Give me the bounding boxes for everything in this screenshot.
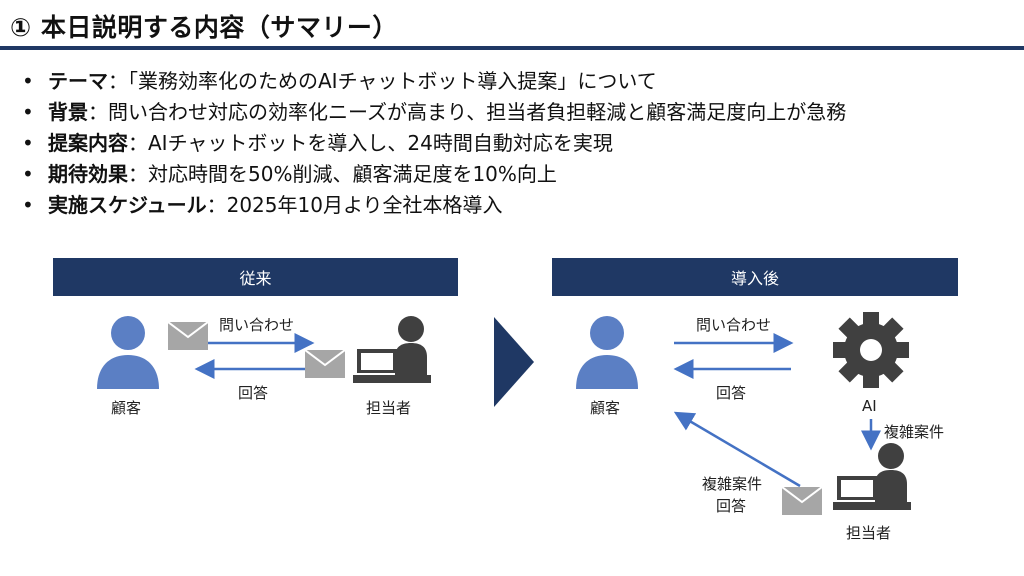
complex-answer-arrow [673, 411, 801, 488]
summary-key: 背景 [48, 100, 88, 124]
after-inquiry-label: 問い合わせ [696, 316, 772, 334]
summary-text: 対応時間を50%削減、顧客満足度を10%向上 [148, 162, 557, 186]
summary-key: 実施スケジュール [48, 193, 207, 217]
customer-person-icon [576, 316, 638, 389]
after-customer-label: 顧客 [590, 399, 621, 417]
summary-item-effect: • 期待効果：対応時間を50%削減、顧客満足度を10%向上 [22, 159, 846, 190]
envelope-icon [305, 350, 345, 378]
escalation-label: 複雑案件 [884, 423, 945, 441]
summary-item-background: • 背景：問い合わせ対応の効率化ニーズが高まり、担当者負担軽減と顧客満足度向上が急… [22, 97, 846, 128]
before-staff-label: 担当者 [366, 399, 412, 417]
before-panel-header: 従来 [53, 258, 458, 296]
bullet-icon: • [22, 131, 34, 155]
transition-chevron-icon [494, 317, 534, 407]
summary-text: 問い合わせ対応の効率化ニーズが高まり、担当者負担軽減と顧客満足度向上が急務 [108, 100, 847, 124]
envelope-icon [168, 322, 208, 350]
after-answer-label: 回答 [716, 384, 747, 402]
ai-label: AI [862, 397, 877, 415]
complex-answer-label-line1: 複雑案件 [702, 475, 763, 493]
summary-sep: ： [108, 69, 128, 93]
before-answer-label: 回答 [238, 384, 269, 402]
before-inquiry-label: 問い合わせ [219, 316, 295, 334]
summary-list: •テーマ：「業務効率化のためのAIチャットボット導入提案」について •背景：問い… [22, 66, 846, 221]
after-panel-header: 導入後 [552, 258, 958, 296]
staff-at-laptop-icon [353, 316, 431, 383]
summary-text: 「業務効率化のためのAIチャットボット導入提案」について [128, 69, 657, 93]
bullet-icon: • [22, 193, 34, 217]
after-staff-label: 担当者 [846, 524, 892, 542]
complex-answer-label-line2: 回答 [716, 497, 747, 515]
before-customer-label: 顧客 [111, 399, 142, 417]
summary-text: 2025年10月より全社本格導入 [226, 193, 503, 217]
summary-key: 期待効果 [48, 162, 128, 186]
staff-at-laptop-icon [833, 443, 911, 510]
summary-key: 提案内容 [48, 131, 128, 155]
summary-text: AIチャットボットを導入し、24時間自動対応を実現 [148, 131, 613, 155]
bullet-icon: • [22, 69, 34, 93]
title-underline [0, 46, 1024, 50]
bullet-icon: • [22, 162, 34, 186]
summary-key: テーマ [48, 69, 108, 93]
page-title: ① 本日説明する内容（サマリー） [10, 13, 398, 42]
summary-sep: ： [128, 162, 148, 186]
summary-item-proposal: • 提案内容：AIチャットボットを導入し、24時間自動対応を実現 [22, 128, 846, 159]
summary-sep: ： [206, 193, 227, 217]
summary-item-schedule: • 実施スケジュール：2025年10月より全社本格導入 [22, 190, 846, 221]
customer-person-icon [97, 316, 159, 389]
gear-icon [833, 312, 909, 388]
summary-sep: ： [88, 100, 108, 124]
bullet-icon: • [22, 100, 34, 124]
summary-sep: ： [128, 131, 148, 155]
summary-item-theme: • テーマ：「業務効率化のためのAIチャットボット導入提案」について [22, 66, 846, 97]
envelope-icon [782, 487, 822, 515]
